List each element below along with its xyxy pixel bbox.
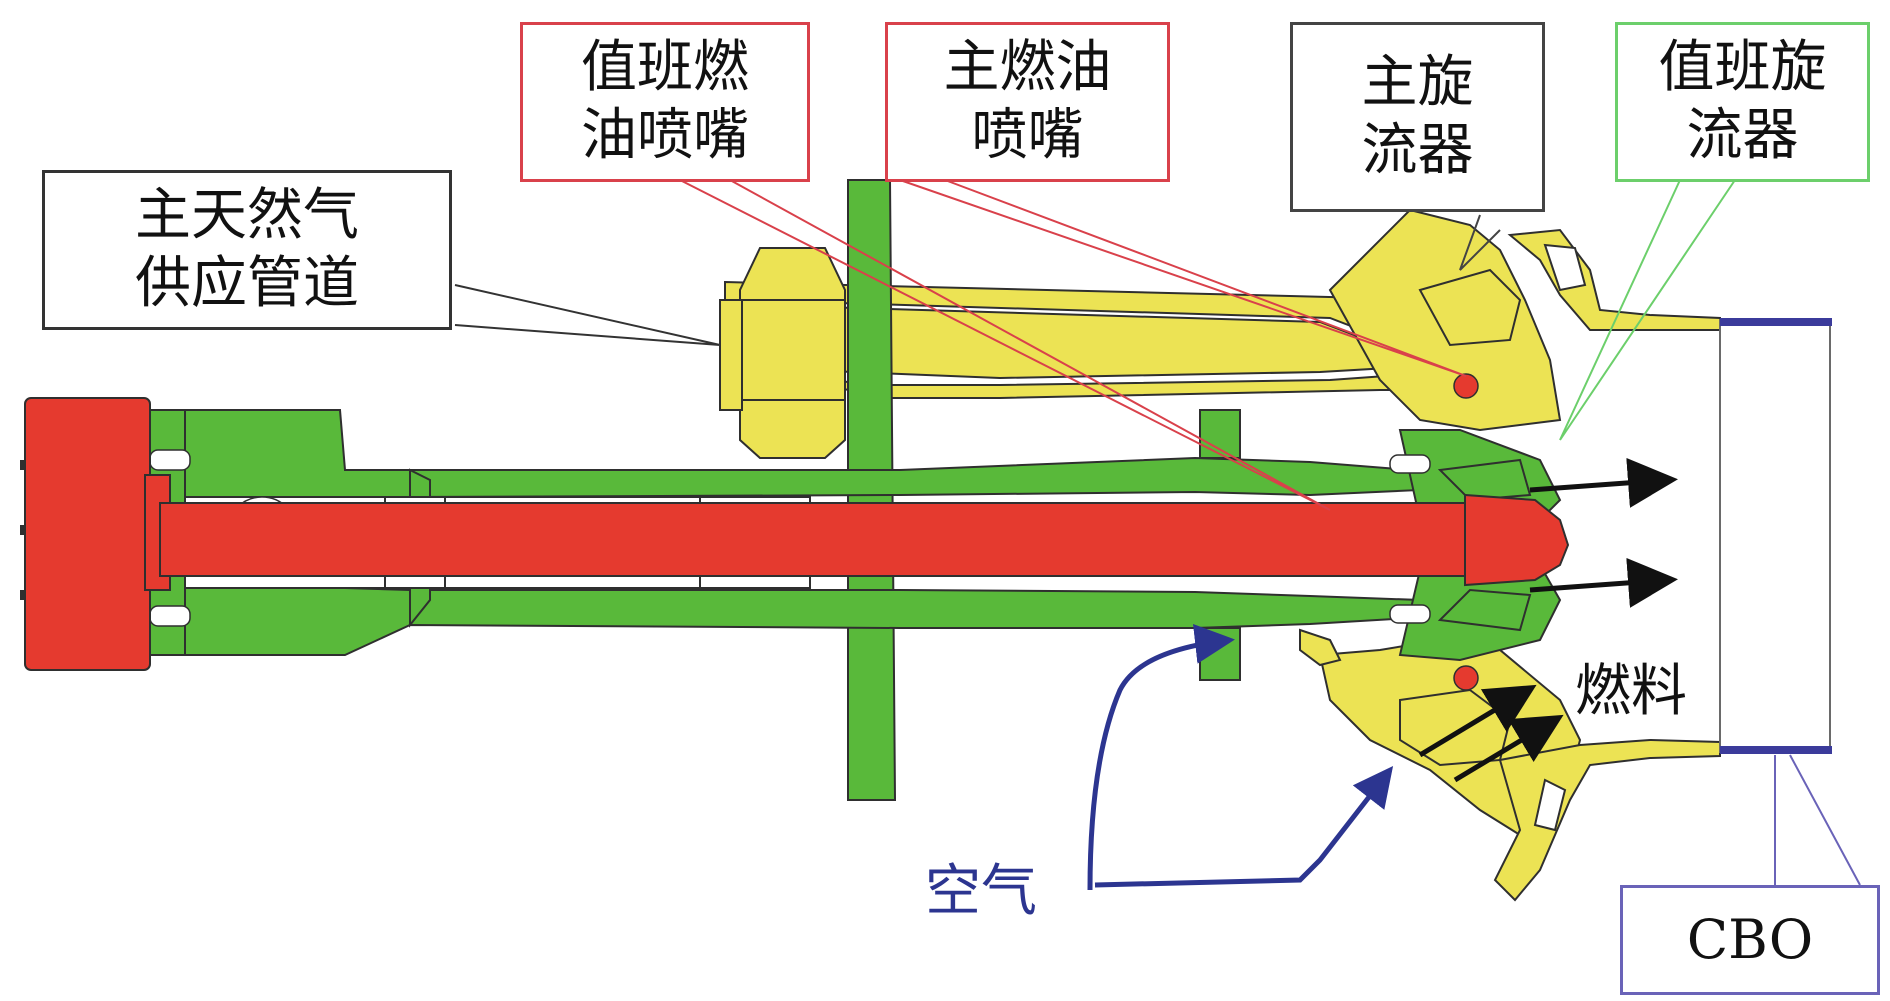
callout-main-swirler: 主旋 流器 [1290, 22, 1545, 212]
callout-pilot-fuel-nozzle: 值班燃 油喷嘴 [520, 22, 810, 182]
leader-lines [454, 179, 1861, 886]
cbo-liner [1719, 318, 1832, 754]
main-fuel-nozzle-dot-bottom [1453, 665, 1479, 691]
label-fuel: 燃料 [1575, 659, 1687, 724]
pilot-fuel-lance [24, 397, 1570, 671]
lance-bolt-holes [20, 460, 26, 600]
main-fuel-nozzle-dot-top [1453, 373, 1479, 399]
callout-main-gas-supply-pipe: 主天然气 供应管道 [42, 170, 452, 330]
fuel-flow-arrows [1418, 457, 1678, 783]
air-flow-arrows [1087, 623, 1394, 891]
label-air: 空气 [925, 859, 1037, 924]
callout-main-fuel-nozzle: 主燃油 喷嘴 [885, 22, 1170, 182]
callout-cbo: CBO [1620, 885, 1880, 995]
callout-pilot-swirler: 值班旋 流器 [1615, 22, 1870, 182]
